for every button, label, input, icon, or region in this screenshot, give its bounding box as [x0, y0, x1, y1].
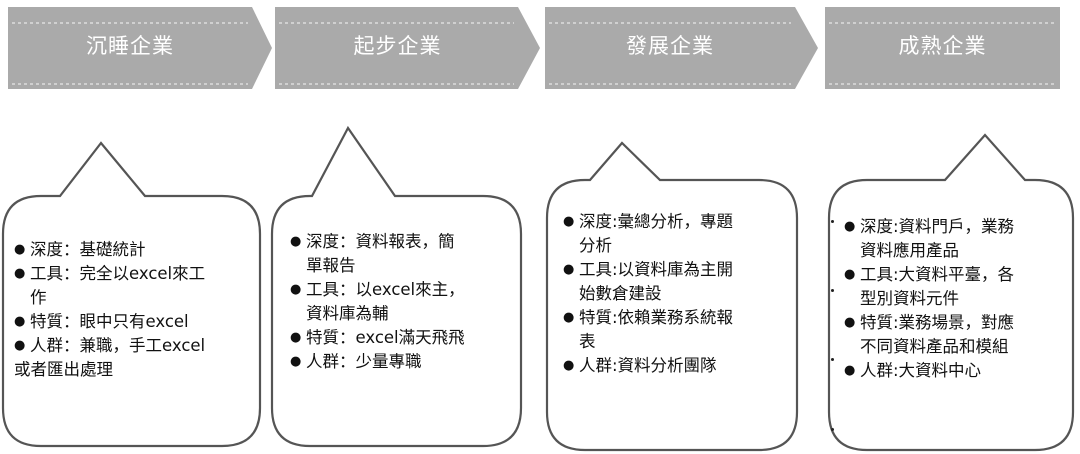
card-item: ● 深度:彙總分析，專題分析	[563, 210, 783, 258]
card-item-line: 工具:以資料庫為主開	[579, 260, 734, 279]
card-item-line: 深度：資料報表，簡	[306, 232, 455, 251]
card-item-line: 資料庫為輔	[306, 304, 389, 323]
card-item-line: 特質:業務場景，對應	[860, 313, 1015, 332]
card-item-line: 人群：少量專職	[306, 352, 422, 371]
card-item: ● 特質：excel滿天飛飛	[290, 326, 505, 350]
card-item-line: 資料應用產品	[860, 241, 959, 260]
bullet-icon: ●	[844, 219, 856, 234]
card-item: ● 特質：眼中只有excel	[14, 310, 254, 334]
card-item: ● 工具:大資料平臺，各型別資料元件	[844, 263, 1069, 311]
card-item-line: 工具：以excel來主，	[306, 280, 465, 299]
card-item: ● 工具:以資料庫為主開始數倉建設	[563, 258, 783, 306]
card-item-line: 單報告	[306, 256, 356, 275]
card-item-line: 深度:資料門戶，業務	[860, 217, 1015, 236]
stage-title-2: 起步企業	[353, 34, 442, 58]
stray-dot	[831, 289, 834, 292]
card-item: ● 深度：資料報表，簡單報告	[290, 230, 505, 278]
card-item-line: 深度：基礎統計	[30, 240, 146, 259]
card-item-line: 人群：兼職，手工excel	[30, 336, 206, 355]
card-item-line: 人群:資料分析團隊	[579, 356, 717, 375]
stray-dot	[831, 358, 834, 361]
card-item-line: 工具：完全以excel來工	[30, 264, 206, 283]
stage-card-text-3: ● 深度:彙總分析，專題分析 ● 工具:以資料庫為主開始數倉建設 ● 特質:依賴業務系統報…	[563, 210, 783, 378]
bullet-icon: ●	[14, 266, 26, 281]
stage-arrow-4	[825, 7, 1060, 89]
stage-arrow-3	[545, 7, 818, 89]
bullet-icon: ●	[290, 282, 302, 297]
card-item-line: 特質：眼中只有excel	[30, 312, 189, 331]
bullet-icon: ●	[14, 242, 26, 257]
bullet-icon: ●	[14, 338, 26, 353]
stray-dot	[831, 220, 834, 223]
card-item-line: 特質：excel滿天飛飛	[306, 328, 465, 347]
card-item: ● 特質:業務場景，對應不同資料產品和模組	[844, 311, 1069, 359]
bullet-icon: ●	[563, 310, 575, 325]
stage-arrow-1	[8, 7, 272, 89]
card-item-line: 特質:依賴業務系統報	[579, 308, 734, 327]
bullet-icon: ●	[844, 267, 856, 282]
stage-arrow-2	[275, 7, 540, 89]
card-item: ● 特質:依賴業務系統報表	[563, 306, 783, 354]
card-item-line: 或者匯出處理	[14, 360, 113, 379]
bullet-icon: ●	[563, 262, 575, 277]
stage-title-3: 發展企業	[626, 34, 714, 58]
stage-card-2	[270, 125, 523, 448]
card-item: ● 人群:資料分析團隊	[563, 354, 783, 378]
bullet-icon: ●	[844, 315, 856, 330]
card-item-line: 工具:大資料平臺，各	[860, 265, 1015, 284]
stage-card-text-1: ● 深度：基礎統計 ● 工具：完全以excel來工作 ● 特質：眼中只有excel ● 人群：…	[14, 238, 254, 382]
card-item: ● 工具：以excel來主， 資料庫為輔	[290, 278, 505, 326]
stage-card-3	[545, 141, 799, 452]
bullet-icon: ●	[290, 234, 302, 249]
bullet-icon: ●	[563, 214, 575, 229]
card-item: ● 人群：少量專職	[290, 350, 505, 374]
stage-card-4	[827, 133, 1075, 452]
card-item-line: 始數倉建設	[579, 284, 662, 303]
bullet-icon: ●	[563, 358, 575, 373]
card-item: ● 工具：完全以excel來工作	[14, 262, 254, 310]
stage-card-1	[1, 141, 262, 448]
card-item-line: 表	[579, 332, 596, 351]
stage-title-1: 沉睡企業	[86, 34, 174, 58]
stage-title-4: 成熟企業	[898, 34, 987, 58]
card-item-line: 分析	[579, 236, 612, 255]
card-item: ● 人群:大資料中心	[844, 359, 1069, 383]
card-item-line: 型別資料元件	[860, 289, 959, 308]
card-item: ● 人群：兼職，手工excel	[14, 334, 254, 358]
bullet-icon: ●	[290, 354, 302, 369]
card-item-line: 作	[30, 288, 47, 307]
card-item: ● 深度：基礎統計	[14, 238, 254, 262]
card-item-line: 深度:彙總分析，專題	[579, 212, 734, 231]
bullet-icon: ●	[844, 363, 856, 378]
stage-card-text-4: ● 深度:資料門戶，業務資料應用產品 ● 工具:大資料平臺，各型別資料元件 ● 特質:業務…	[844, 215, 1069, 383]
card-item: ● 深度:資料門戶，業務資料應用產品	[844, 215, 1069, 263]
stray-dot	[831, 428, 834, 431]
bullet-icon: ●	[290, 330, 302, 345]
card-item-line: 不同資料產品和模組	[860, 337, 1009, 356]
card-item: 或者匯出處理	[14, 358, 254, 382]
card-item-line: 人群:大資料中心	[860, 361, 982, 380]
bullet-icon: ●	[14, 314, 26, 329]
stage-card-text-2: ● 深度：資料報表，簡單報告 ● 工具：以excel來主， 資料庫為輔 ● 特質：excel…	[290, 230, 505, 374]
